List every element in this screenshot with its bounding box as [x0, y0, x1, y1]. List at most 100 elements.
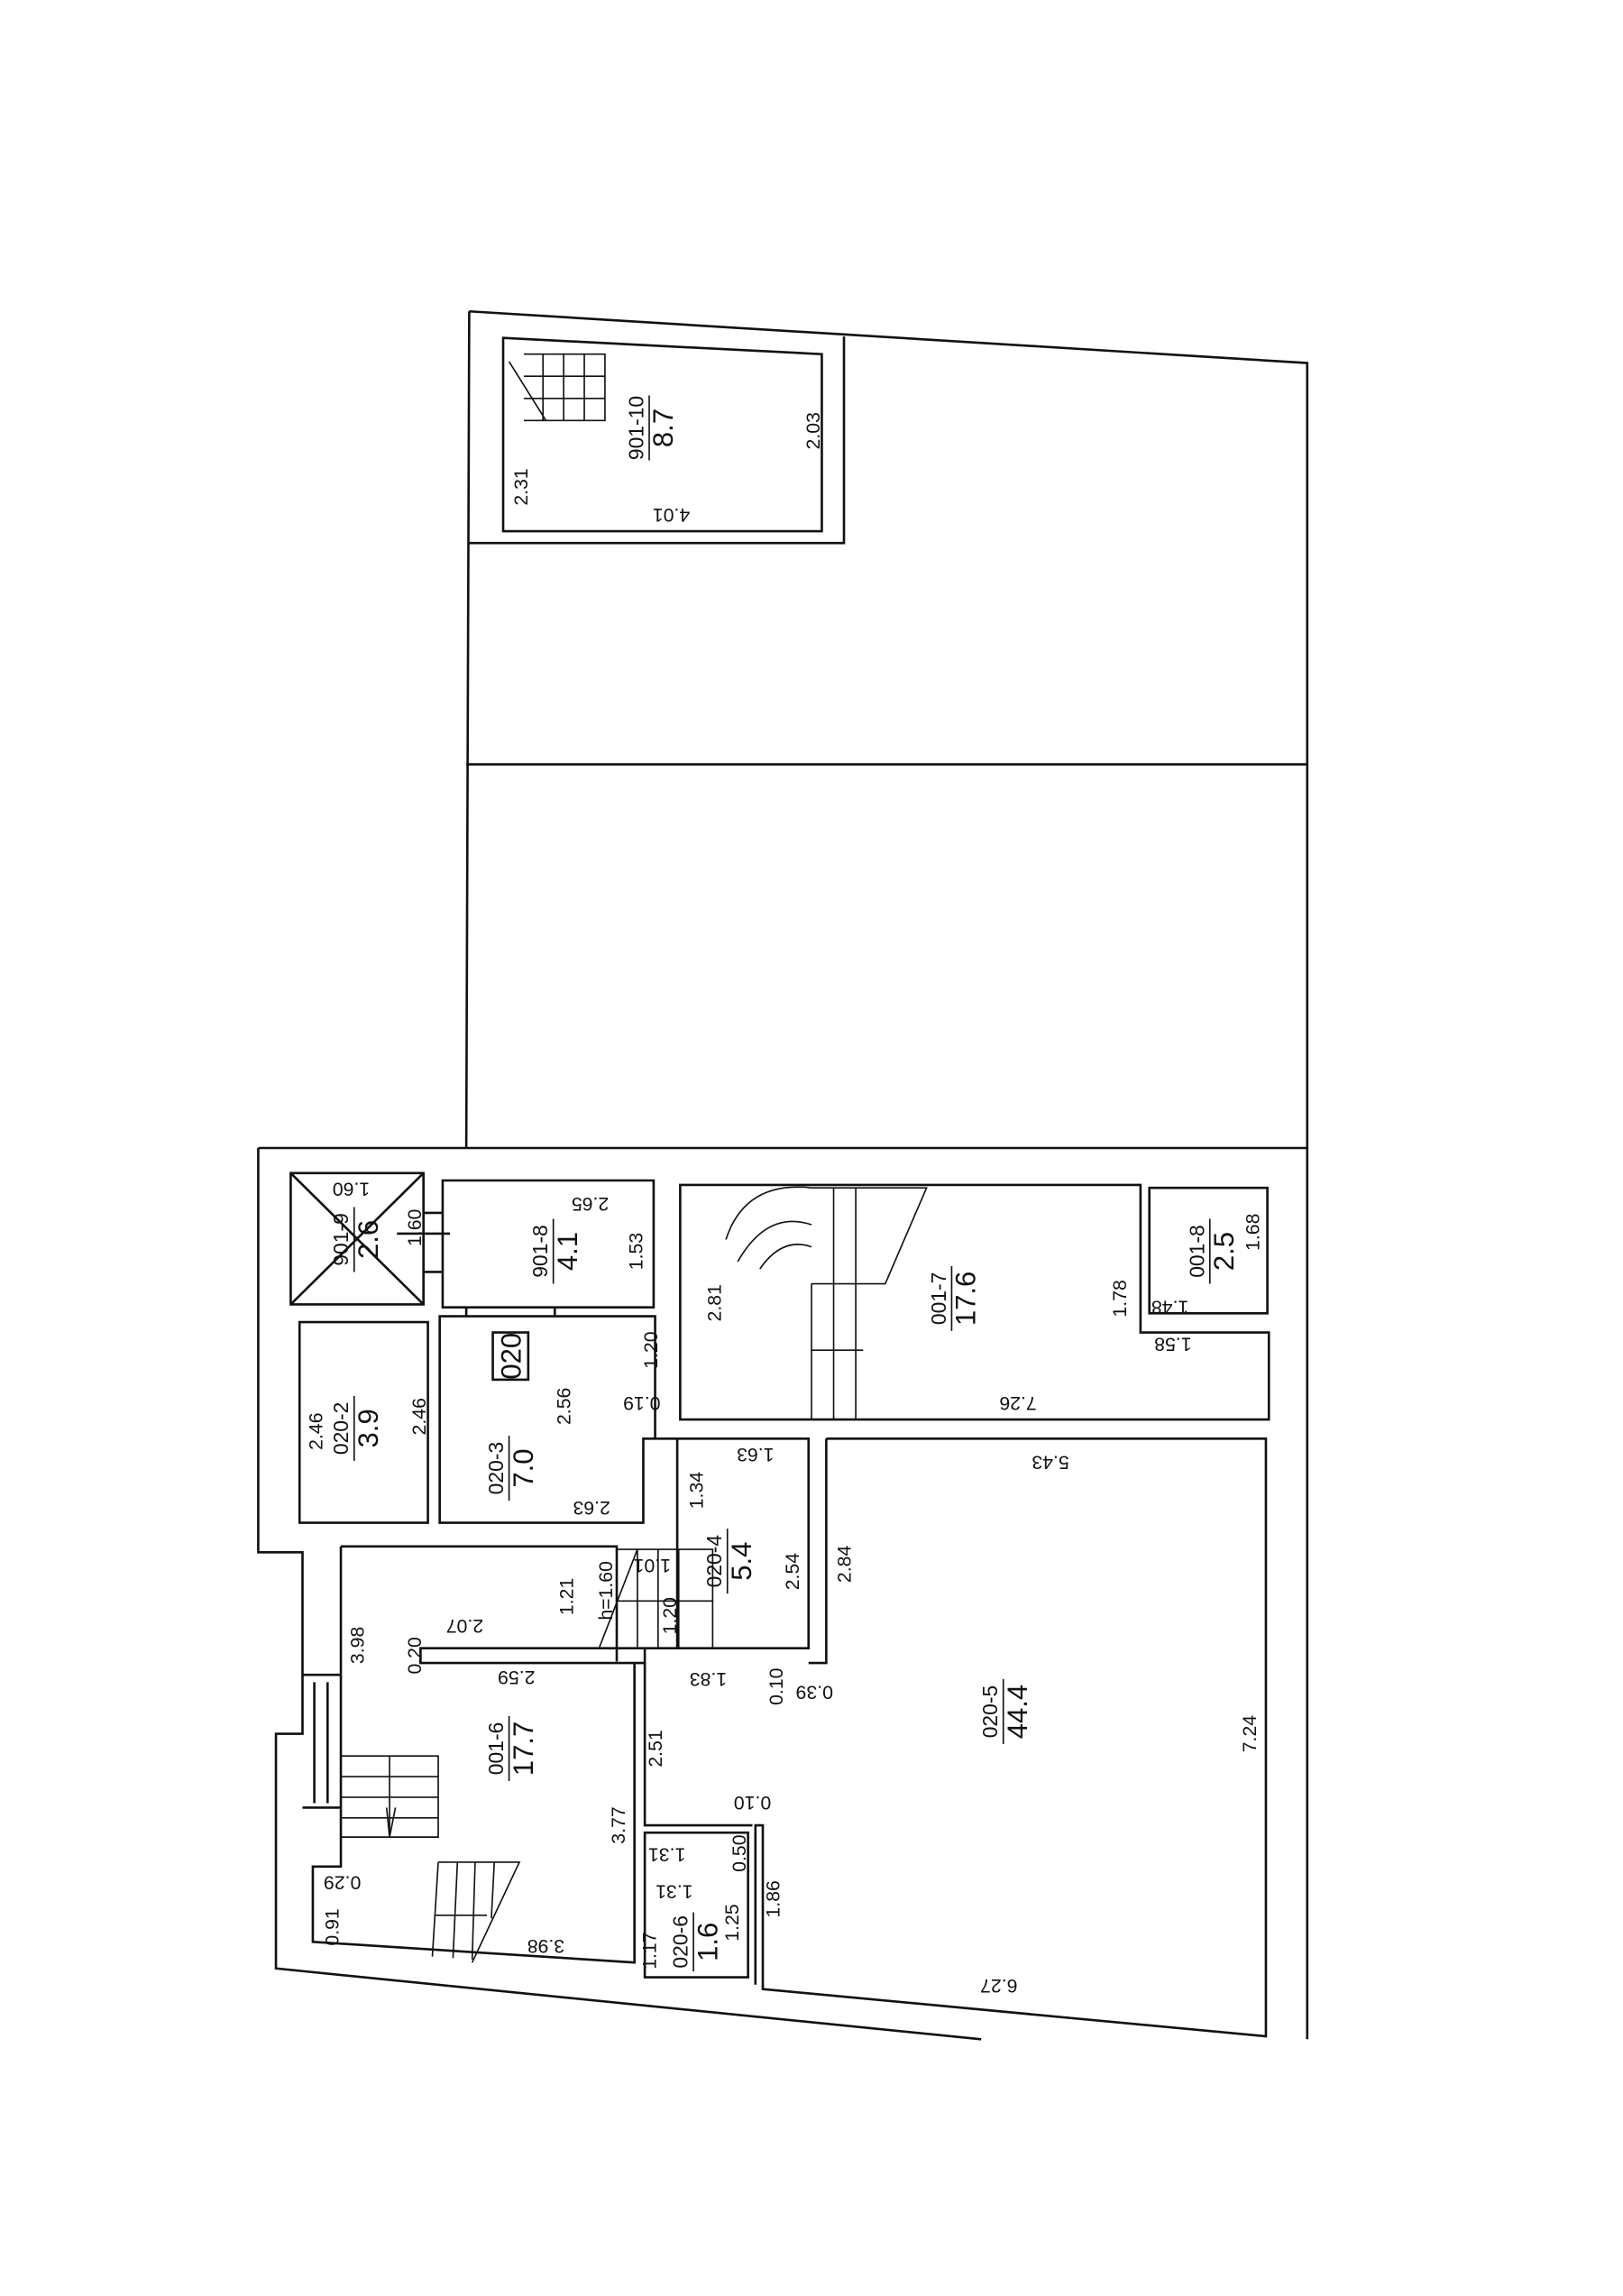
room-area: 1.6 [692, 1923, 723, 1961]
dimension-label: 2.31 [510, 468, 532, 505]
room-id: 020-4 [702, 1535, 726, 1588]
dimension-label: 1.20 [659, 1597, 681, 1634]
dimension-label: 1.60 [333, 1179, 370, 1200]
dimension-label: 6.27 [980, 1975, 1017, 1997]
dimension-label: 0.10 [766, 1668, 787, 1705]
room-id: 901-10 [624, 396, 647, 460]
dimension-label: 1.86 [763, 1880, 784, 1917]
dimension-label: 1.01 [634, 1555, 671, 1576]
room-area: 17.7 [508, 1722, 539, 1777]
walls [257, 309, 1309, 2041]
dimension-label: 7.24 [1239, 1715, 1261, 1753]
dimension-label: 5.43 [1032, 1451, 1068, 1473]
dimension-label: 1.53 [626, 1233, 647, 1270]
stair-901-10 [508, 353, 606, 422]
dimension-label: 1.58 [1154, 1333, 1191, 1355]
dimension-label: 3.98 [346, 1627, 368, 1664]
room-area: 2.6 [353, 1220, 384, 1259]
stair-001-6-upper [341, 1755, 439, 1838]
room-901-10-outer [469, 336, 846, 545]
unit-label-box [491, 1331, 530, 1382]
dimension-label: 3.77 [608, 1806, 629, 1843]
dimension-label: 1.60 [404, 1209, 426, 1246]
room-id: 020-3 [484, 1442, 508, 1495]
room-area: 3.9 [353, 1409, 384, 1447]
dimension-label: 0.29 [324, 1872, 361, 1894]
room-id: 901-9 [329, 1213, 353, 1266]
stair-001-6-lower [431, 1861, 521, 1963]
dimension-label: 1.17 [638, 1932, 660, 1969]
dimension-label: 1.31 [648, 1844, 685, 1866]
dimension-label: 2.84 [833, 1546, 855, 1584]
dimension-label: 1.31 [656, 1880, 692, 1902]
outer-wall-lower [257, 1148, 982, 2041]
dimension-label: 1.20 [640, 1331, 662, 1368]
dimension-label: 0.10 [734, 1792, 771, 1814]
dimension-label: 2.63 [573, 1497, 610, 1519]
dimension-label: 0.39 [796, 1682, 833, 1704]
room-901-8-wall [397, 1179, 656, 1309]
room-020-5-wall [643, 1437, 1268, 2038]
room-area: 4.1 [552, 1232, 583, 1271]
stairs [341, 353, 928, 1963]
room-020-6-wall [643, 1831, 749, 1979]
room-area: 44.4 [1002, 1685, 1033, 1740]
dimension-label: 0.50 [729, 1834, 750, 1871]
dimension-label: 1.68 [1242, 1214, 1263, 1251]
stair-020-4 [598, 1548, 714, 1649]
dimension-label: 2.46 [305, 1412, 326, 1449]
door-dashed [302, 1673, 342, 1809]
room-id: 901-8 [528, 1225, 552, 1278]
dimension-label: 2.07 [446, 1615, 483, 1637]
room-id: 020-5 [978, 1685, 1002, 1739]
dimension-label: 2.03 [802, 412, 824, 449]
dimension-label: 1.48 [1151, 1296, 1188, 1318]
dimension-label: 1.25 [721, 1904, 743, 1941]
room-area: 5.4 [726, 1542, 757, 1581]
dimension-label: 1.78 [1109, 1280, 1131, 1317]
dimension-label: 0.91 [321, 1908, 343, 1945]
room-020-3-wall [438, 1307, 656, 1524]
dimension-label: 7.26 [999, 1392, 1036, 1414]
room-001-7-wall [679, 1183, 1270, 1421]
room-020-2-wall [298, 1320, 429, 1524]
room-901-9-wall [289, 1171, 425, 1306]
unit-label: 020 [496, 1333, 527, 1380]
room-001-6-wall [311, 1545, 646, 1964]
room-area: 2.5 [1208, 1232, 1240, 1271]
dimension-label: 0.19 [623, 1392, 660, 1414]
room-area: 17.6 [950, 1272, 982, 1327]
dimension-label: 3.98 [527, 1935, 564, 1957]
dimension-label: 0.20 [404, 1637, 426, 1674]
room-id: 020-2 [329, 1402, 353, 1456]
dimension-label: 2.65 [572, 1193, 609, 1215]
room-id: 001-6 [484, 1722, 508, 1776]
stair-001-7 [725, 1186, 928, 1420]
dimension-label: 2.56 [553, 1388, 574, 1425]
dimension-label: 1.63 [737, 1444, 774, 1465]
dimension-label: 1.21 [556, 1578, 578, 1615]
dimension-label: 2.54 [782, 1553, 803, 1591]
room-001-8-wall [1148, 1186, 1269, 1315]
outer-wall-upper [258, 309, 1309, 2040]
dimension-label: 2.81 [703, 1284, 725, 1321]
room-id: 020-6 [669, 1915, 692, 1969]
room-020-4-wall [645, 1437, 811, 1649]
room-id: 001-8 [1185, 1225, 1208, 1278]
dimension-label: 1.34 [686, 1472, 708, 1510]
room-area: 8.7 [647, 409, 679, 447]
